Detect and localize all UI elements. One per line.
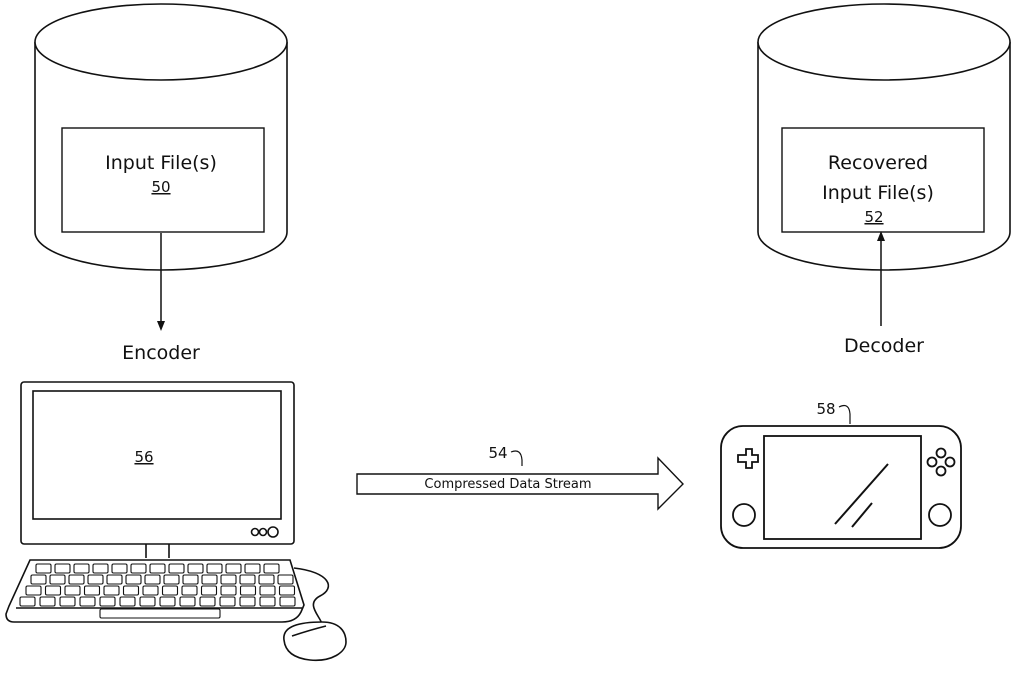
keyboard-key xyxy=(40,597,55,606)
monitor-screen xyxy=(33,391,281,519)
keyboard-key xyxy=(80,597,95,606)
mouse-icon xyxy=(284,622,346,660)
keyboard-key xyxy=(241,586,256,595)
keyboard-key xyxy=(55,564,70,573)
keyboard-key xyxy=(120,597,135,606)
recovered-files-label-line1: Recovered xyxy=(828,152,928,174)
action-button-icon xyxy=(928,458,937,467)
keyboard-key xyxy=(124,586,139,595)
keyboard-key xyxy=(221,575,236,584)
keyboard-key xyxy=(260,586,275,595)
keyboard-key xyxy=(202,575,217,584)
keyboard-key xyxy=(240,575,255,584)
data-stream-ref: 54 xyxy=(488,444,507,462)
keyboard-key xyxy=(31,575,46,584)
keyboard-key xyxy=(182,586,197,595)
right-joystick-icon xyxy=(929,504,951,526)
keyboard-key xyxy=(85,586,100,595)
keyboard-key xyxy=(260,597,275,606)
handheld-screen xyxy=(764,436,921,539)
keyboard-key xyxy=(145,575,160,584)
keyboard-key xyxy=(164,575,179,584)
recovered-files-label-line2: Input File(s) xyxy=(822,182,934,204)
keyboard-key xyxy=(74,564,89,573)
keyboard-key xyxy=(46,586,61,595)
keyboard-key xyxy=(112,564,127,573)
keyboard-key xyxy=(207,564,222,573)
recovered-files-ref: 52 xyxy=(864,208,883,226)
keyboard-key xyxy=(202,586,217,595)
decoder-label: Decoder xyxy=(844,335,924,357)
keyboard-key xyxy=(20,597,35,606)
keyboard-key xyxy=(200,597,215,606)
input-files-label: Input File(s) xyxy=(105,152,217,174)
monitor-button-icon xyxy=(260,529,267,536)
keyboard-key xyxy=(240,597,255,606)
keyboard-key xyxy=(220,597,235,606)
target-database-top xyxy=(758,4,1010,80)
encoder-label: Encoder xyxy=(122,342,200,364)
encoder-monitor-ref: 56 xyxy=(134,448,153,466)
keyboard-key xyxy=(183,575,198,584)
keyboard-key xyxy=(50,575,65,584)
keyboard-key xyxy=(180,597,195,606)
action-button-icon xyxy=(937,449,946,458)
action-button-icon xyxy=(946,458,955,467)
monitor-button-icon xyxy=(252,529,259,536)
keyboard-key xyxy=(140,597,155,606)
action-button-icon xyxy=(937,467,946,476)
left-joystick-icon xyxy=(733,504,755,526)
device-ref-leader xyxy=(839,406,850,424)
keyboard-key xyxy=(131,564,146,573)
data-stream-label: Compressed Data Stream xyxy=(424,477,591,492)
keyboard-key xyxy=(93,564,108,573)
keyboard-key xyxy=(188,564,203,573)
keyboard-key xyxy=(221,586,236,595)
source-database-top xyxy=(35,4,287,80)
power-button-icon xyxy=(268,527,278,537)
keyboard-key xyxy=(245,564,260,573)
keyboard-key xyxy=(60,597,75,606)
keyboard-key xyxy=(280,597,295,606)
keyboard-key xyxy=(226,564,241,573)
keyboard-key xyxy=(69,575,84,584)
spacebar-key xyxy=(100,609,220,618)
keyboard-key xyxy=(100,597,115,606)
data-stream-leader xyxy=(511,451,522,466)
keyboard-key xyxy=(280,586,295,595)
keyboard-key xyxy=(150,564,165,573)
keyboard-key xyxy=(104,586,119,595)
keyboard-key xyxy=(143,586,158,595)
input-files-ref: 50 xyxy=(151,178,170,196)
keyboard-key xyxy=(88,575,103,584)
keyboard-key xyxy=(65,586,80,595)
keyboard-key xyxy=(126,575,141,584)
keyboard-key xyxy=(169,564,184,573)
keyboard-key xyxy=(107,575,122,584)
handheld-device-icon xyxy=(721,426,961,548)
keyboard-key xyxy=(163,586,178,595)
keyboard-key xyxy=(259,575,274,584)
keyboard-key xyxy=(36,564,51,573)
decoder-device-ref: 58 xyxy=(816,400,835,418)
keyboard-key xyxy=(26,586,41,595)
monitor-stand xyxy=(146,544,169,558)
keyboard-key xyxy=(264,564,279,573)
keyboard-key xyxy=(160,597,175,606)
keyboard-key xyxy=(278,575,293,584)
